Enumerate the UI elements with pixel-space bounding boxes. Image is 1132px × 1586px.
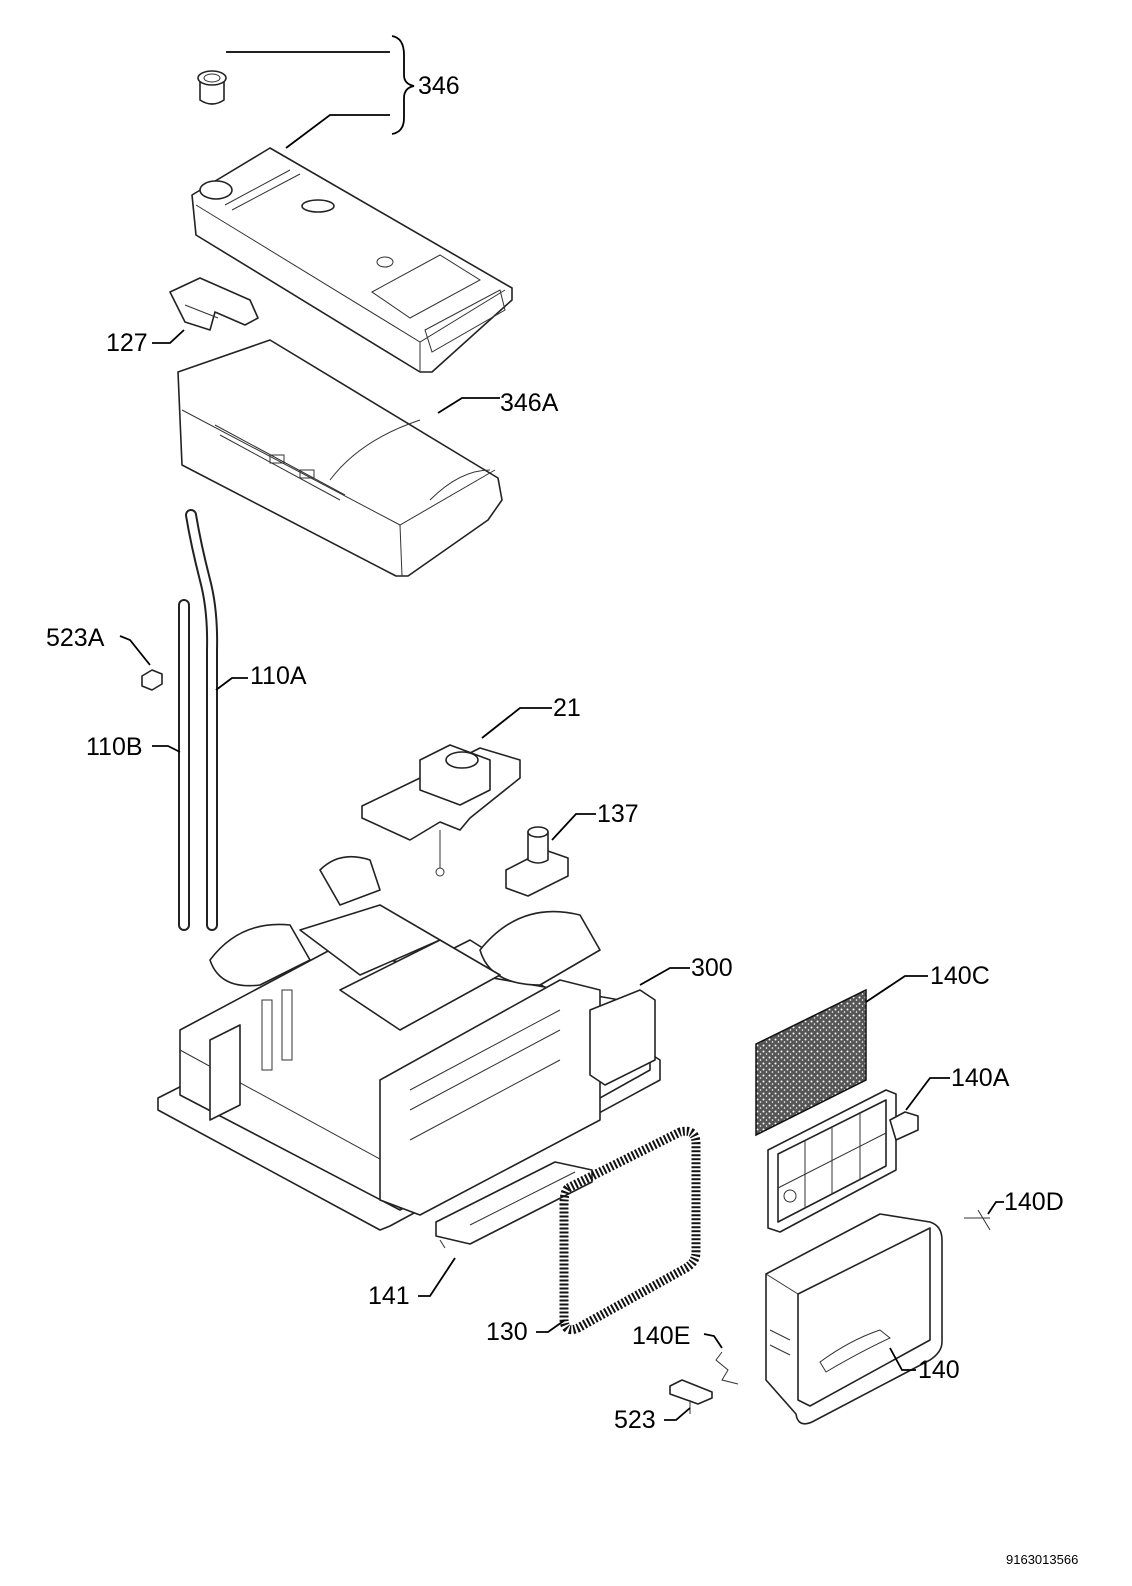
label-140C: 140C — [930, 962, 990, 990]
label-523A: 523A — [46, 624, 105, 652]
label-21: 21 — [553, 694, 581, 722]
leader-140 — [889, 1347, 916, 1371]
part-346-cap — [197, 70, 227, 105]
leader-140A — [905, 1077, 950, 1111]
leader-137 — [551, 813, 596, 841]
part-127 — [169, 277, 259, 331]
label-140: 140 — [918, 1356, 960, 1384]
label-346: 346 — [418, 72, 460, 100]
part-346-tank — [191, 147, 513, 373]
part-141 — [435, 1161, 593, 1249]
part-140-drawer — [765, 1213, 943, 1425]
leader-130 — [536, 1319, 566, 1333]
leader-140E — [703, 1333, 723, 1349]
part-140E — [715, 1351, 739, 1385]
leader-523 — [664, 1407, 691, 1421]
leader-110B — [152, 745, 181, 753]
part-300-base — [157, 855, 661, 1231]
part-21 — [361, 744, 521, 877]
label-110A: 110A — [250, 662, 307, 690]
part-130-gasket — [559, 1126, 701, 1335]
label-346A: 346A — [500, 389, 559, 417]
document-number: 9163013566 — [1006, 1552, 1078, 1567]
label-141: 141 — [368, 1282, 410, 1310]
leader-140D — [987, 1201, 1004, 1215]
label-127: 127 — [106, 329, 148, 357]
leader-346A — [437, 397, 500, 414]
part-140C-filter-mat — [755, 988, 867, 1137]
leader-127 — [152, 329, 185, 344]
label-140A: 140A — [951, 1064, 1010, 1092]
part-523 — [669, 1379, 713, 1414]
part-137 — [505, 826, 569, 897]
leader-141 — [418, 1257, 456, 1297]
part-523A — [141, 669, 163, 691]
leader-346-bracket — [226, 35, 415, 149]
label-130: 130 — [486, 1318, 528, 1346]
leader-523A — [119, 635, 151, 666]
part-110A-hose — [185, 509, 219, 931]
part-140A-filter-frame — [767, 1089, 919, 1233]
label-300: 300 — [691, 954, 733, 982]
label-137: 137 — [597, 800, 639, 828]
label-523: 523 — [614, 1406, 656, 1434]
leader-300 — [639, 967, 690, 986]
leader-21 — [481, 707, 552, 739]
leader-140C — [865, 975, 928, 1003]
label-140D: 140D — [1004, 1188, 1064, 1216]
leader-110A — [215, 677, 248, 691]
label-140E: 140E — [632, 1322, 690, 1350]
label-110B: 110B — [86, 733, 143, 761]
part-346A — [177, 339, 503, 577]
part-140D — [964, 1209, 991, 1231]
